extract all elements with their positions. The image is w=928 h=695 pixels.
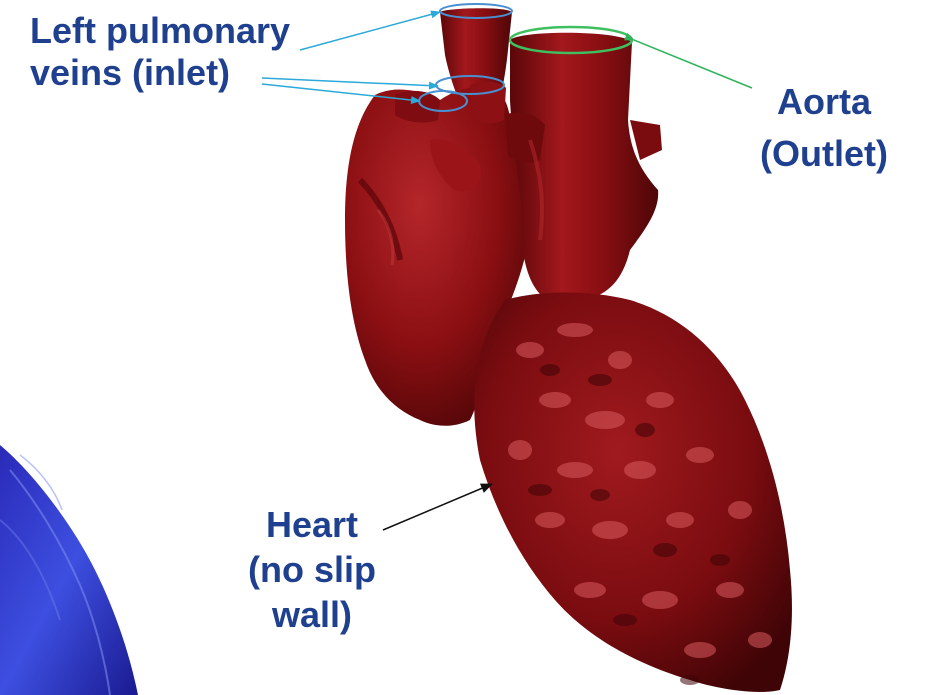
aorta-arrow xyxy=(634,40,752,88)
aorta-label: Aorta (Outlet) xyxy=(744,76,904,180)
heart-label-line3: wall) xyxy=(232,592,392,637)
lung-surface xyxy=(0,445,138,695)
aorta-label-line2: (Outlet) xyxy=(744,128,904,180)
pulmonary-veins-label: Left pulmonary veins (inlet) xyxy=(30,10,290,94)
aorta-vessel xyxy=(510,33,658,305)
heart-arrow xyxy=(383,484,492,530)
aorta-label-line1: Aorta xyxy=(744,76,904,128)
heart-model xyxy=(345,8,792,692)
vein-arrow-top xyxy=(300,12,440,50)
heart-label-line2: (no slip xyxy=(232,547,392,592)
pulmonary-veins-label-line1: Left pulmonary xyxy=(30,10,290,52)
pulmonary-veins-label-line2: veins (inlet) xyxy=(30,52,290,94)
heart-label-line1: Heart xyxy=(232,502,392,547)
heart-label: Heart (no slip wall) xyxy=(232,502,392,637)
